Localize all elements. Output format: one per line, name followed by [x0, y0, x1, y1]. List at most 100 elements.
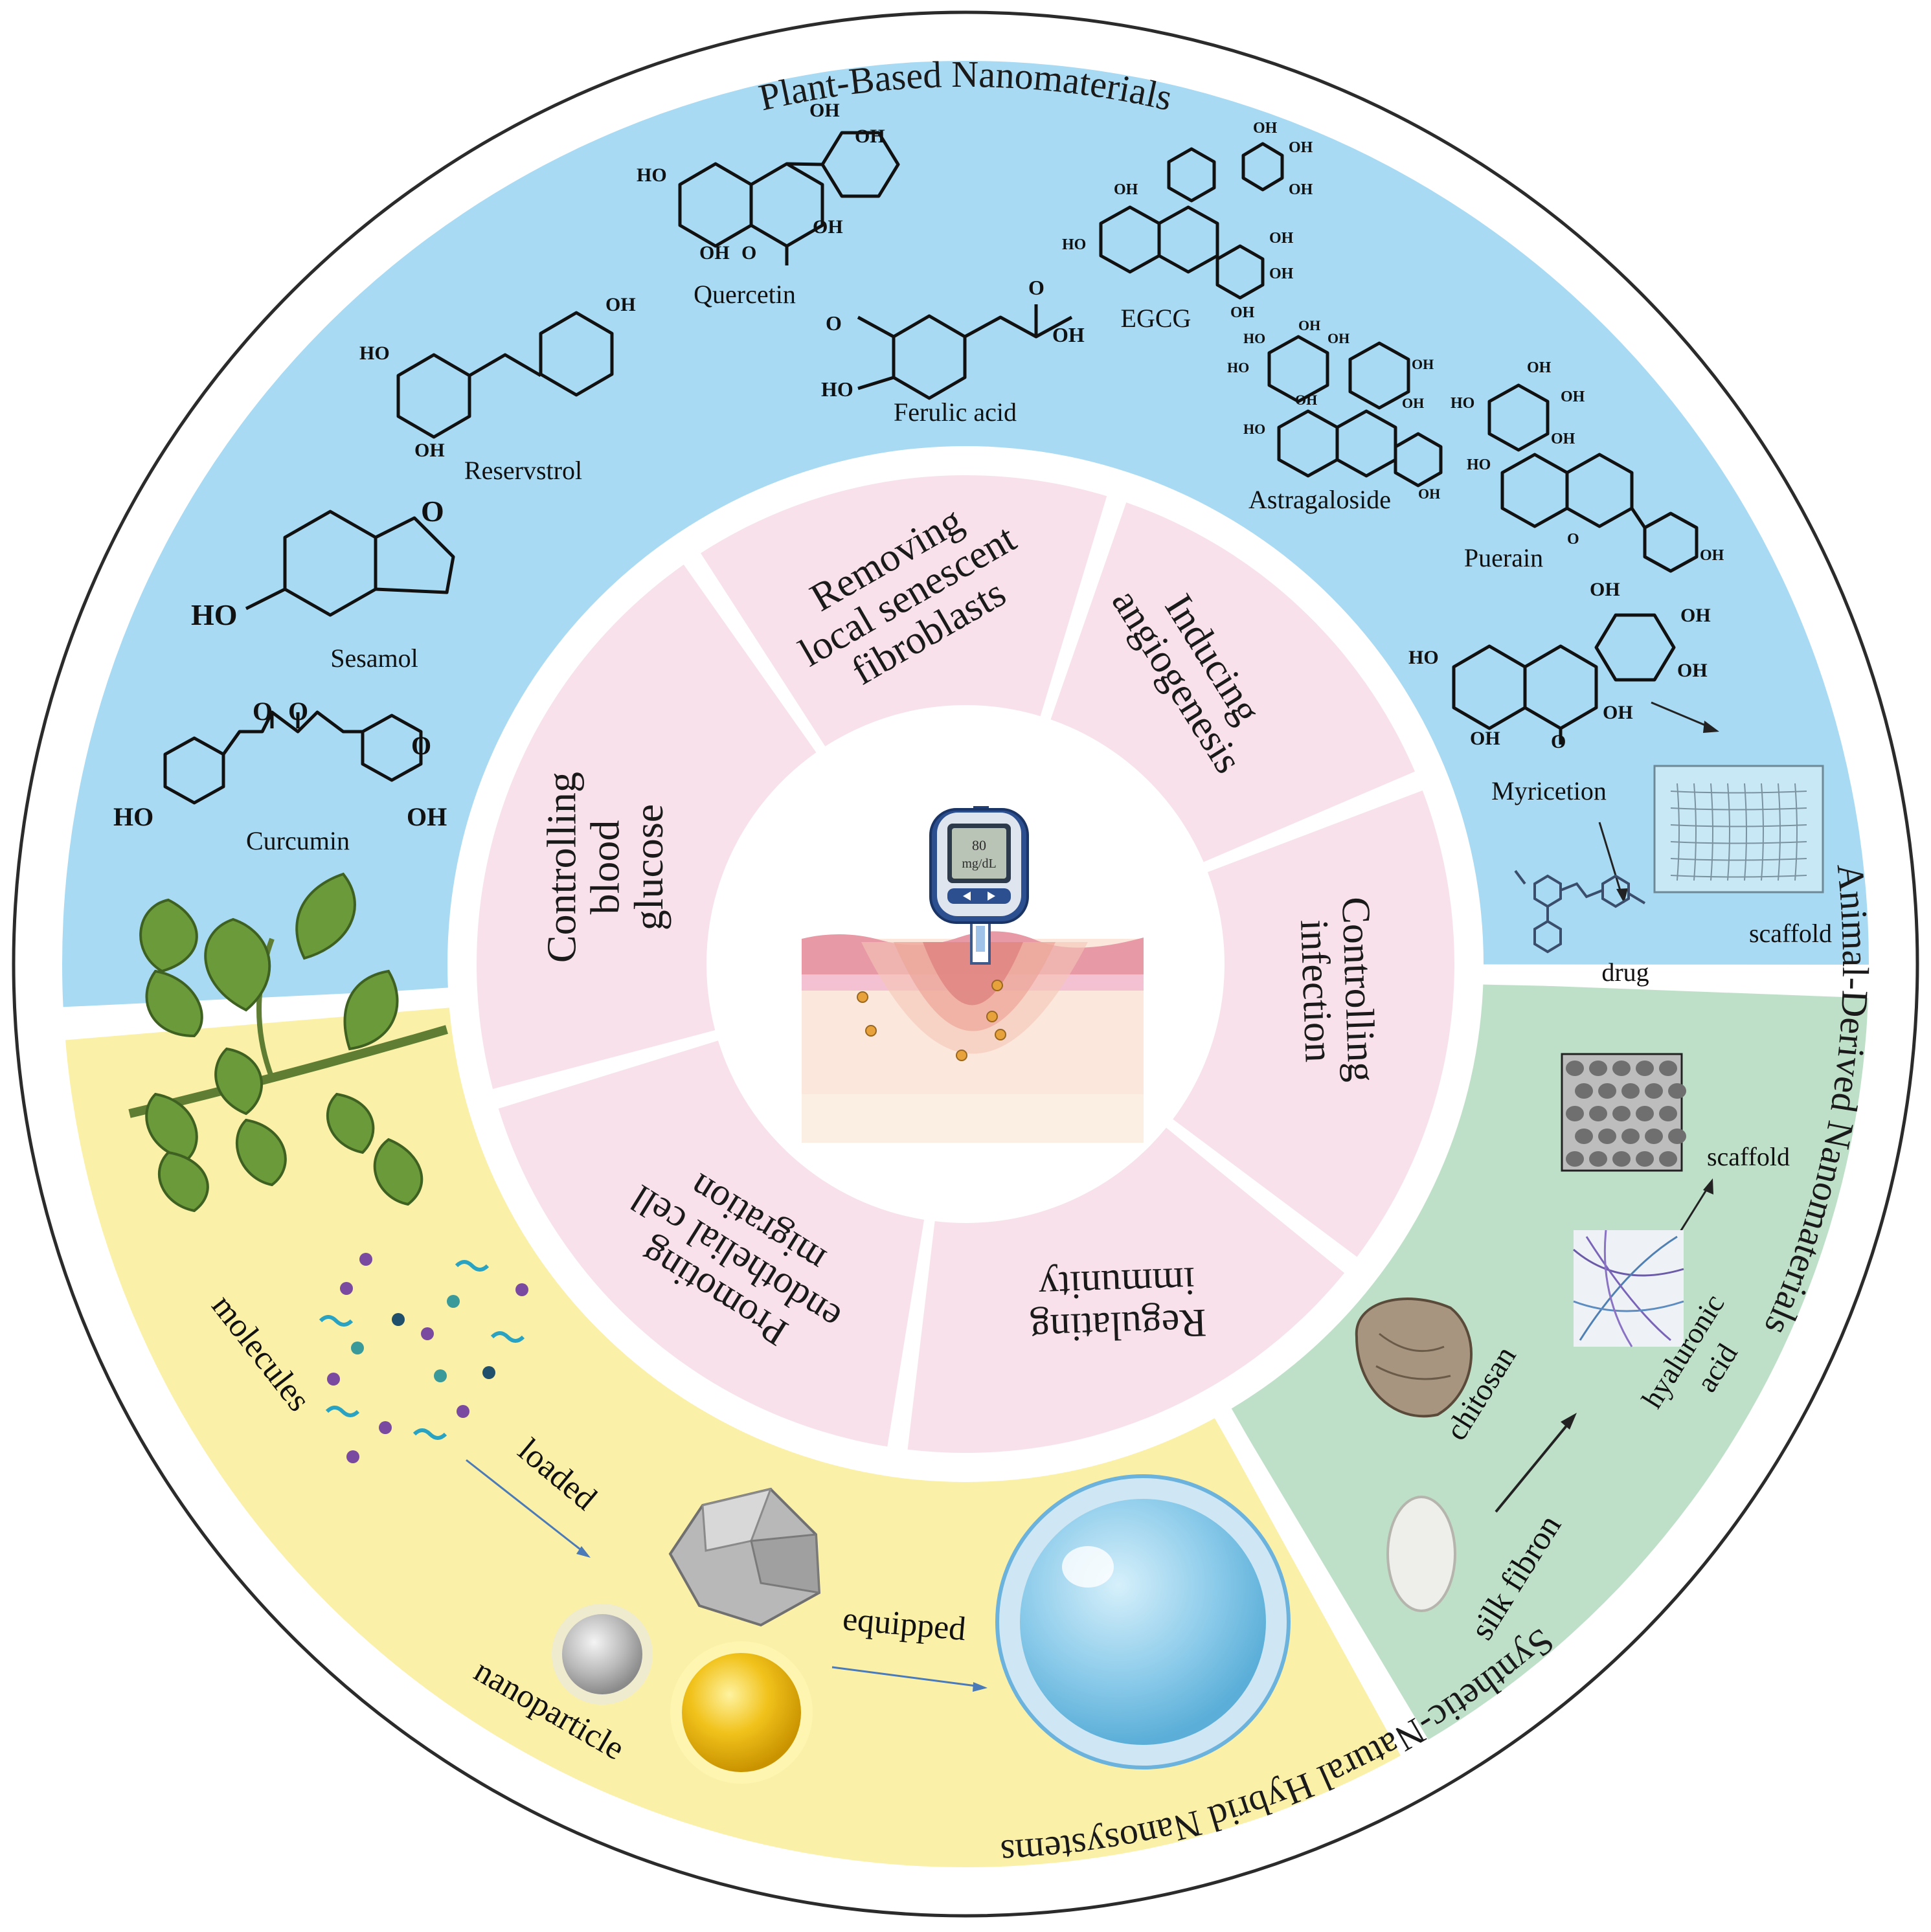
svg-text:OH: OH: [699, 242, 730, 264]
molecule-dot: [327, 1373, 340, 1386]
segment-label-immunity: Regulatingimmunity: [1028, 1259, 1208, 1351]
ferulic-label: Ferulic acid: [894, 398, 1017, 427]
svg-text:OH: OH: [407, 802, 447, 831]
arrow-equipped: [831, 1666, 982, 1688]
scaffold-grid-icon: [1653, 765, 1824, 893]
pore: [1589, 1061, 1607, 1076]
svg-text:O: O: [1551, 731, 1566, 752]
svg-text:OH: OH: [1289, 139, 1313, 156]
curcumin-label: Curcumin: [246, 826, 350, 855]
drug-molecule-icon: [1514, 870, 1646, 954]
polyhedron-nanoparticle-icon: [668, 1487, 821, 1627]
pore: [1566, 1061, 1584, 1076]
svg-text:O: O: [253, 697, 273, 726]
pore: [1598, 1083, 1616, 1099]
molecule-dot: [351, 1342, 364, 1354]
segment-label-glucose: Controllingbloodglucose: [538, 772, 671, 963]
drug-label: drug: [1601, 958, 1649, 987]
svg-text:O: O: [1028, 276, 1045, 299]
glucose-meter-icon: 80 mg/dL: [929, 806, 1029, 965]
arrow-head-silk-ha: [1561, 1413, 1577, 1430]
svg-text:OH: OH: [1402, 395, 1424, 411]
svg-text:OH: OH: [1551, 431, 1575, 447]
pore: [1645, 1129, 1663, 1144]
svg-text:OH: OH: [1298, 317, 1320, 333]
svg-text:HO: HO: [1243, 330, 1265, 346]
segment-immunity: [907, 1127, 1345, 1453]
pore: [1668, 1129, 1686, 1144]
plant-leaf-icon: [128, 872, 448, 1213]
gold-nanoparticle-icon: [670, 1641, 813, 1784]
arrow-loaded: [466, 1459, 587, 1555]
svg-text:HO: HO: [191, 598, 238, 631]
pore: [1612, 1151, 1631, 1167]
svg-text:OH: OH: [1677, 660, 1708, 681]
arrow-head-equipped: [973, 1682, 988, 1692]
pore: [1589, 1151, 1607, 1167]
svg-text:O: O: [741, 242, 756, 264]
pore: [1659, 1061, 1677, 1076]
pore: [1659, 1106, 1677, 1121]
arrow-head-loaded: [576, 1546, 591, 1558]
meter-reading: 80: [972, 837, 986, 853]
molecule-dot: [457, 1405, 469, 1418]
quercetin-structure: HO OH OH OH OH O: [637, 100, 900, 265]
svg-text:OH: OH: [813, 216, 843, 238]
svg-text:OH: OH: [809, 100, 840, 121]
quercetin-label: Quercetin: [694, 280, 796, 309]
pore: [1575, 1129, 1593, 1144]
arrow-head-scaffold: [1703, 721, 1719, 733]
svg-text:OH: OH: [1412, 356, 1434, 372]
pore: [1636, 1106, 1654, 1121]
molecule-squiggle: [490, 1331, 525, 1343]
myricetin-structure: HO OH OH OH OH OH O: [1408, 579, 1711, 752]
svg-text:O: O: [288, 697, 308, 726]
molecule-dot: [379, 1421, 392, 1434]
svg-text:OH: OH: [1052, 323, 1085, 346]
molecule-squiggle: [455, 1260, 490, 1272]
sesamol-structure: O HO: [191, 495, 455, 631]
molecule-dot: [447, 1295, 460, 1308]
segment-migration: [498, 1040, 925, 1447]
svg-text:HO: HO: [1467, 456, 1491, 473]
pore: [1621, 1083, 1640, 1099]
svg-text:OH: OH: [1269, 230, 1294, 247]
pore: [1575, 1083, 1593, 1099]
pore: [1621, 1129, 1640, 1144]
hyaluronic-acid-fibers-icon: [1573, 1230, 1684, 1347]
svg-text:OH: OH: [1561, 388, 1585, 405]
svg-text:OH: OH: [1114, 181, 1138, 198]
svg-text:O: O: [826, 311, 842, 335]
svg-text:OH: OH: [1590, 579, 1620, 600]
svg-text:HO: HO: [359, 343, 390, 364]
svg-text:OH: OH: [1470, 728, 1500, 749]
svg-text:O: O: [421, 495, 444, 528]
pore: [1668, 1083, 1686, 1099]
molecule-squiggle: [325, 1406, 360, 1417]
svg-text:HO: HO: [1408, 647, 1439, 668]
svg-text:OH: OH: [1269, 265, 1294, 282]
arrow-to-drug: [1598, 822, 1623, 897]
molecule-dot: [392, 1313, 405, 1326]
pore: [1598, 1129, 1616, 1144]
pore: [1566, 1151, 1584, 1167]
arrow-head-ha-scaffold: [1703, 1178, 1713, 1195]
shell-icon: [1355, 1297, 1473, 1418]
pore: [1566, 1106, 1584, 1121]
arrow-ha-to-scaffold: [1676, 1184, 1711, 1237]
svg-text:HO: HO: [113, 802, 153, 831]
molecule-dot: [346, 1450, 359, 1463]
pore: [1645, 1083, 1663, 1099]
svg-text:HO: HO: [1227, 359, 1249, 376]
svg-text:OH: OH: [1230, 304, 1255, 321]
svg-text:OH: OH: [1603, 702, 1633, 723]
segment-label-infection: Controllinginfection: [1291, 896, 1384, 1084]
svg-text:HO: HO: [1451, 395, 1474, 412]
segment-angiogenesis: [1050, 502, 1415, 862]
myricetin-label: Myricetion: [1491, 776, 1607, 805]
molecule-dot: [421, 1327, 434, 1340]
molecule-dot: [482, 1366, 495, 1379]
astragaloside-structure: HO OH OH HO OH OH OH HO OH: [1227, 317, 1443, 502]
sesamol-label: Sesamol: [330, 644, 418, 673]
